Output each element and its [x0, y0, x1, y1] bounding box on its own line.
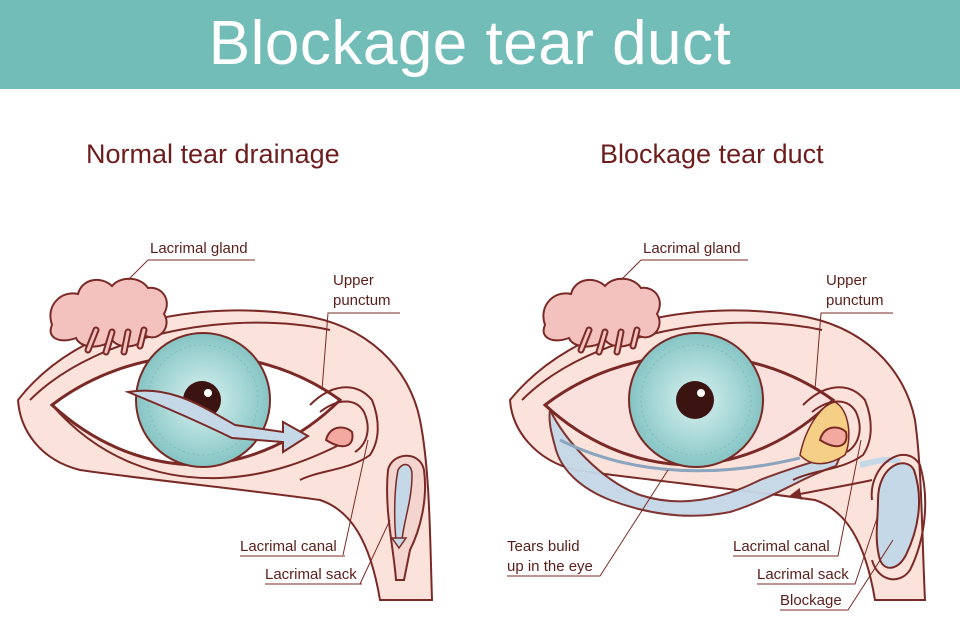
normal-label-lacrimal-canal: Lacrimal canal [240, 538, 337, 556]
normal-label-upper-punctum-line2: punctum [333, 292, 391, 310]
blocked-pupil [676, 381, 714, 419]
blocked-label-upper-punctum-line2: punctum [826, 292, 884, 310]
blocked-label-tears-line2: up in the eye [507, 558, 593, 576]
blocked-label-lacrimal-canal: Lacrimal canal [733, 538, 830, 556]
blocked-label-upper-punctum-line1: Upper [826, 272, 867, 290]
normal-label-lacrimal-gland: Lacrimal gland [150, 240, 248, 258]
blocked-label-lacrimal-gland: Lacrimal gland [643, 240, 741, 258]
blocked-label-lacrimal-sack: Lacrimal sack [757, 566, 849, 584]
normal-label-lacrimal-sack: Lacrimal sack [265, 566, 357, 584]
blocked-label-blockage: Blockage [780, 592, 842, 610]
normal-eye-diagram [18, 260, 432, 600]
normal-label-upper-punctum-line1: Upper [333, 272, 374, 290]
blocked-iris [629, 333, 763, 467]
blocked-label-tears-line1: Tears bulid [507, 538, 580, 556]
